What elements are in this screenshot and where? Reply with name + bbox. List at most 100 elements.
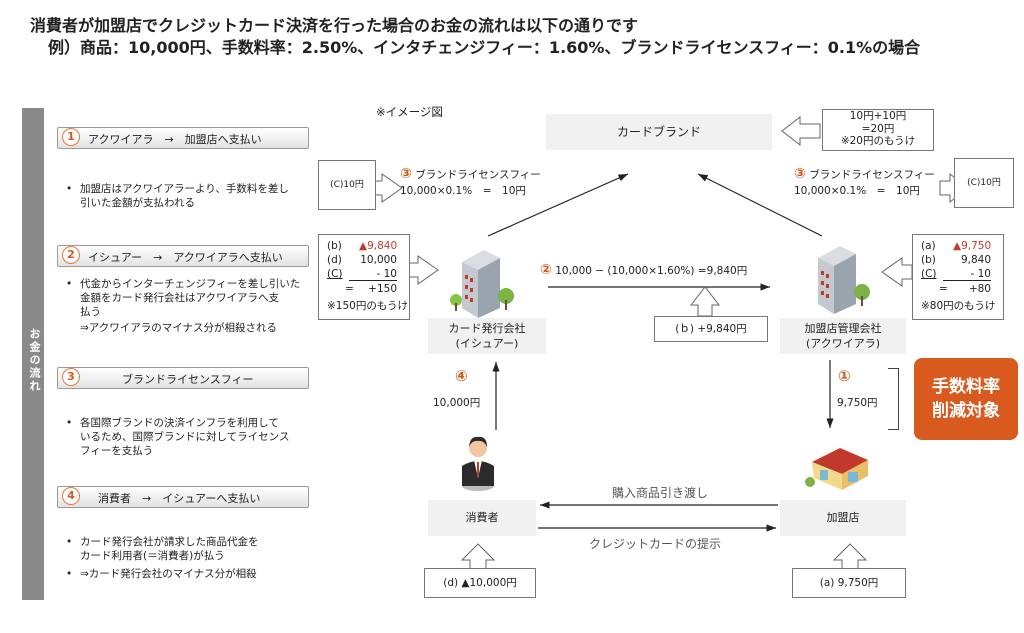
acquirer-calc-r3-label: (C) — [921, 268, 937, 280]
issuer-calc-box: (b) ▲9,840 (d) 10,000 (C) - 10 = +150 ※1… — [318, 234, 410, 320]
arrow-acquirer-to-brand — [697, 173, 823, 237]
b-amount-box: (ｂ) +9,840円 — [654, 316, 768, 342]
fee-reduction-bracket — [888, 368, 899, 430]
issuer-calc-r2-value: 10,000 — [360, 254, 397, 266]
acquirer-c-box: (C)10円 — [954, 158, 1014, 208]
step-3-note-line: フィーを支払う — [80, 445, 154, 457]
step-1-note: • 加盟店はアクワイアラーより、手数料を差し 引いた金額が支払われる — [66, 183, 289, 209]
fee-reduction-box: 手数料率 削減対象 — [914, 358, 1018, 440]
acquirer-fee-number: ③ — [794, 166, 806, 182]
step-4-note-line: ⇒カード発行会社のマイナス分が相殺 — [80, 568, 257, 580]
issuer-calc-note: ※150円のもうけ — [327, 300, 409, 312]
step-4-label: 消費者 → イシュアーへ支払い — [98, 492, 261, 505]
issuer-building-icon — [450, 250, 514, 318]
issuer-calc-r2-label: (d) — [327, 254, 342, 266]
interchange-calc: 10,000 − (10,000×1.60%) =9,840円 — [555, 265, 748, 277]
step-3-note-line: 各国際ブランドの決済インフラを利用して — [80, 417, 279, 429]
step-3-label: ブランドライセンスフィー — [122, 373, 254, 386]
card-present-label: クレジットカードの提示 — [589, 537, 722, 551]
issuer-calc-r3-label: (C) — [327, 268, 343, 280]
hollow-arrow-b-box — [689, 286, 721, 317]
payment-1-number: ① — [838, 367, 851, 385]
acquirer-building-icon — [818, 246, 870, 314]
interchange-number: ② — [540, 262, 552, 278]
issuer-box: カード発行会社 (イシュアー) — [428, 318, 546, 354]
acquirer-calc-note: ※80円のもうけ — [921, 300, 996, 312]
acquirer-calc-r2-label: (b) — [921, 254, 936, 266]
step-2-number: 2 — [62, 246, 80, 264]
issuer-calc-r4-value: +150 — [368, 283, 397, 295]
step-1-number: 1 — [62, 128, 80, 146]
card-brand-label: カードブランド — [616, 125, 701, 139]
d-amount-box: (d) ▲10,000円 — [424, 568, 536, 598]
money-flow-sidebar: お金の流れ — [22, 108, 44, 600]
b-amount: (ｂ) +9,840円 — [675, 323, 747, 335]
page-subtitle: 例）商品：10,000円、手数料率：2.50%、インタチェンジフィー：1.60%… — [48, 38, 921, 57]
step-4-note-2: • ⇒カード発行会社のマイナス分が相殺 — [66, 568, 257, 580]
acquirer-box: 加盟店管理会社 (アクワイアラ) — [780, 318, 906, 354]
consumer-person-icon — [462, 436, 494, 491]
brand-profit-line: ※20円のもうけ — [840, 135, 916, 147]
brand-profit-box: 10円+10円 =20円 ※20円のもうけ — [822, 109, 934, 151]
step-2-note-line: 金額をカード発行会社はアクワイアラへ支 — [80, 292, 279, 304]
issuer-fee-calc: 10,000×0.1% = 10円 — [400, 185, 526, 197]
hollow-arrow-acquirer-calc — [881, 257, 913, 287]
payment-4-amount: 10,000円 — [433, 397, 481, 409]
acquirer-brand-fee: ③ ブランドライセンスフィー 10,000×0.1% = 10円 — [794, 166, 935, 198]
issuer-c-box: (C)10円 — [318, 160, 376, 210]
brand-profit-line: =20円 — [861, 122, 895, 135]
step-2-note: • 代金からインターチェンジフィーを差し引いた 金額をカード発行会社はアクワイア… — [66, 278, 301, 334]
step-4-note-line: カード発行会社が請求した商品代金を — [80, 536, 259, 548]
acquirer-calc-r4-value: +80 — [968, 283, 991, 295]
card-brand-box: カードブランド — [546, 114, 772, 150]
image-note: ※イメージ図 — [376, 105, 443, 119]
hollow-arrow-d-box — [460, 543, 496, 571]
acquirer-calc-r3-value: - 10 — [943, 268, 991, 281]
issuer-calc-r4-label: = — [345, 283, 354, 295]
issuer-name-line: (イシュアー) — [455, 337, 519, 350]
interchange-label: ② 10,000 − (10,000×1.60%) =9,840円 — [540, 262, 747, 278]
acquirer-c-value: (C)10円 — [967, 178, 1001, 188]
step-3-header: 3 ブランドライセンスフィー — [57, 367, 309, 389]
step-1-label: アクワイアラ → 加盟店へ支払い — [88, 133, 262, 146]
acquirer-name-line: (アクワイアラ) — [805, 337, 881, 350]
acquirer-calc-r1-label: (a) — [921, 240, 936, 252]
step-4-header: 4 消費者 → イシュアーへ支払い — [57, 486, 309, 508]
issuer-calc-r3-value: - 10 — [349, 268, 397, 281]
hollow-arrow-a-box — [832, 543, 868, 571]
payment-4-number: ④ — [455, 367, 468, 385]
arrow-issuer-to-brand — [487, 173, 629, 237]
step-1-note-line: 引いた金額が支払われる — [80, 197, 195, 209]
step-4-note-line: カード利用者(＝消費者)が払う — [80, 550, 225, 562]
acquirer-name-line: 加盟店管理会社 — [804, 322, 882, 335]
step-3-number: 3 — [62, 368, 80, 386]
merchant-shop-icon — [805, 448, 868, 490]
issuer-c-value: (C)10円 — [330, 180, 364, 190]
d-amount: (d) ▲10,000円 — [443, 577, 517, 589]
issuer-calc-r1-label: (b) — [327, 240, 342, 252]
step-2-note-line: ⇒アクワイアラのマイナス分が相殺される — [80, 322, 278, 334]
brand-profit-line: 10円+10円 — [849, 110, 907, 122]
step-1-header: 1 アクワイアラ → 加盟店へ支払い — [57, 127, 309, 149]
step-1-note-line: 加盟店はアクワイアラーより、手数料を差し — [80, 183, 289, 195]
a-amount-box: (a) 9,750円 — [792, 568, 906, 598]
delivery-label: 購入商品引き渡し — [612, 486, 709, 500]
a-amount: (a) 9,750円 — [819, 577, 879, 589]
payment-1-amount: 9,750円 — [837, 397, 878, 409]
consumer-box: 消費者 — [428, 500, 536, 536]
issuer-name-line: カード発行会社 — [448, 322, 526, 335]
page-title: 消費者が加盟店でクレジットカード決済を行った場合のお金の流れは以下の通りです — [30, 16, 639, 35]
issuer-fee-label: ブランドライセンスフィー — [415, 169, 541, 181]
issuer-calc-r1-value: ▲9,840 — [359, 240, 398, 252]
step-3-note-line: いるため、国際ブランドに対してライセンス — [80, 431, 290, 443]
acquirer-fee-calc: 10,000×0.1% = 10円 — [794, 185, 920, 197]
hollow-arrow-left-c — [371, 173, 403, 203]
consumer-label: 消費者 — [465, 511, 499, 524]
step-2-label: イシュアー → アクワイアラへ支払い — [88, 251, 283, 264]
issuer-fee-number: ③ — [400, 166, 412, 182]
sidebar-label: お金の流れ — [28, 328, 41, 393]
step-2-header: 2 イシュアー → アクワイアラへ支払い — [57, 245, 309, 267]
step-2-note-line: 払う — [80, 306, 101, 318]
step-4-note: • カード発行会社が請求した商品代金を カード利用者(＝消費者)が払う — [66, 536, 259, 562]
acquirer-fee-label: ブランドライセンスフィー — [809, 169, 935, 181]
